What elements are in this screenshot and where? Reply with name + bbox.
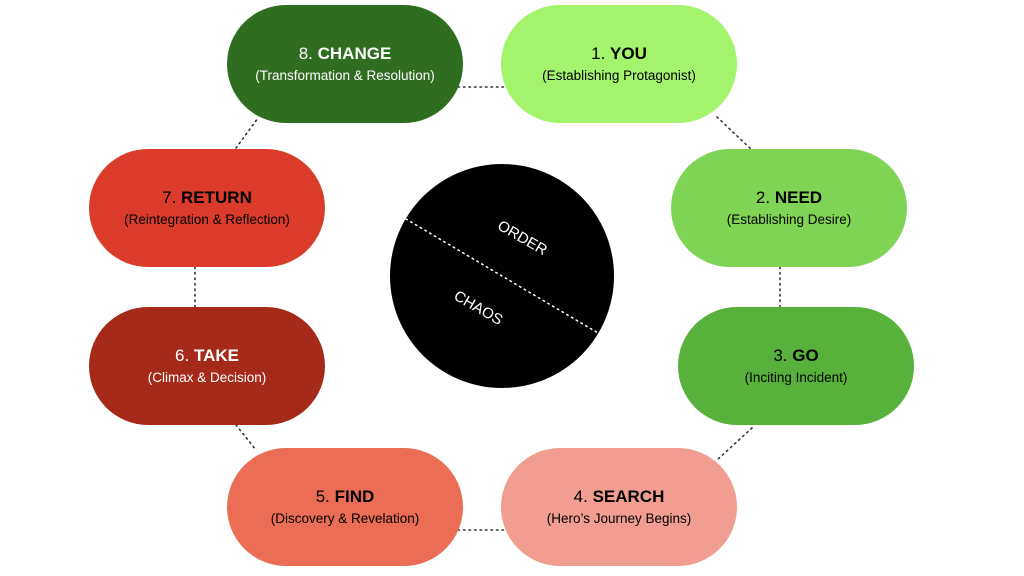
step-2-title: 2. NEED bbox=[756, 187, 822, 209]
step-4-word: SEARCH bbox=[592, 487, 665, 506]
step-6-subtitle: (Climax & Decision) bbox=[147, 370, 267, 385]
step-7-word: RETURN bbox=[181, 188, 252, 207]
step-5-title: 5. FIND bbox=[316, 486, 375, 508]
step-3-word: GO bbox=[792, 346, 819, 365]
step-7-number: 7. bbox=[162, 188, 177, 207]
connector-5-6 bbox=[235, 424, 257, 451]
step-1-title: 1. YOU bbox=[591, 43, 647, 65]
step-4-search: 4. SEARCH (Hero’s Journey Begins) bbox=[501, 448, 737, 566]
step-3-go: 3. GO (Inciting Incident) bbox=[678, 307, 914, 425]
center-circle: ORDER CHAOS bbox=[390, 164, 614, 388]
step-6-take: 6. TAKE (Climax & Decision) bbox=[89, 307, 325, 425]
step-4-subtitle: (Hero’s Journey Begins) bbox=[546, 511, 692, 526]
step-3-title: 3. GO bbox=[773, 345, 818, 367]
step-5-find: 5. FIND (Discovery & Revelation) bbox=[227, 448, 463, 566]
step-5-subtitle: (Discovery & Revelation) bbox=[270, 511, 420, 526]
step-1-number: 1. bbox=[591, 44, 606, 63]
step-1-you: 1. YOU (Establishing Protagonist) bbox=[501, 5, 737, 123]
step-2-subtitle: (Establishing Desire) bbox=[726, 212, 852, 227]
order-chaos-divider bbox=[405, 218, 599, 334]
step-8-word: CHANGE bbox=[317, 44, 392, 63]
step-7-subtitle: (Reintegration & Reflection) bbox=[124, 212, 290, 227]
step-8-subtitle: (Transformation & Resolution) bbox=[255, 68, 435, 83]
step-1-subtitle: (Establishing Protagonist) bbox=[542, 68, 696, 83]
step-6-title: 6. TAKE bbox=[175, 345, 239, 367]
step-7-title: 7. RETURN bbox=[162, 187, 252, 209]
step-7-return: 7. RETURN (Reintegration & Reflection) bbox=[89, 149, 325, 267]
connector-3-4 bbox=[716, 427, 753, 461]
step-8-number: 8. bbox=[298, 44, 313, 63]
step-1-word: YOU bbox=[610, 44, 647, 63]
step-4-number: 4. bbox=[573, 487, 588, 506]
step-8-change: 8. CHANGE (Transformation & Resolution) bbox=[227, 5, 463, 123]
connector-7-8 bbox=[235, 117, 259, 149]
step-6-word: TAKE bbox=[193, 346, 239, 365]
step-5-number: 5. bbox=[315, 487, 330, 506]
step-3-subtitle: (Inciting Incident) bbox=[744, 370, 848, 385]
connector-1-2 bbox=[716, 116, 753, 151]
step-2-word: NEED bbox=[774, 188, 823, 207]
step-2-need: 2. NEED (Establishing Desire) bbox=[671, 149, 907, 267]
step-8-title: 8. CHANGE bbox=[299, 43, 392, 65]
step-4-title: 4. SEARCH bbox=[574, 486, 665, 508]
dotted-connectors bbox=[194, 86, 781, 531]
step-6-number: 6. bbox=[175, 346, 190, 365]
step-3-number: 3. bbox=[773, 346, 788, 365]
step-2-number: 2. bbox=[755, 188, 771, 207]
step-5-word: FIND bbox=[334, 487, 375, 506]
